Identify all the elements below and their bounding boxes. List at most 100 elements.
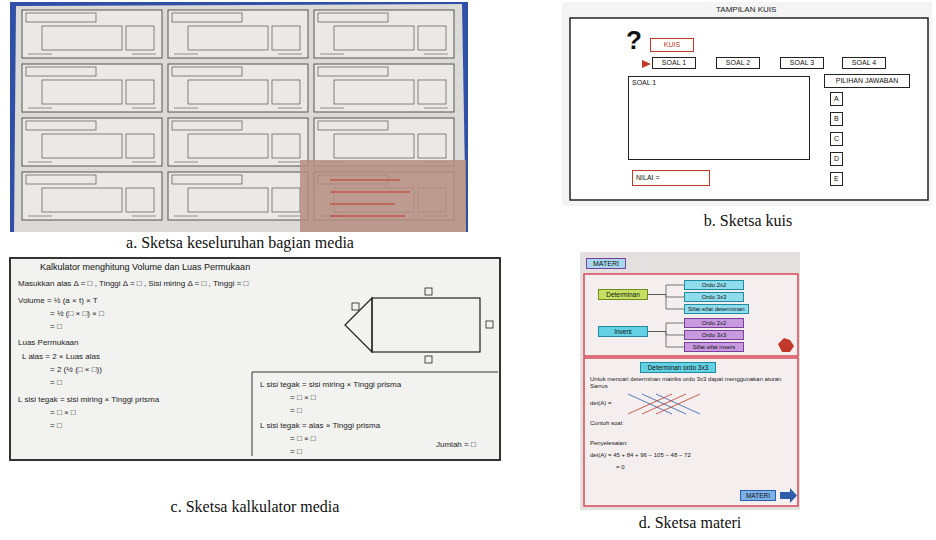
formula-line: L sisi tegak = sisi miring × Tinggi pris… <box>260 380 401 389</box>
photo-overview-shape <box>22 10 162 58</box>
box-label: Ordo 3x3 <box>702 294 727 301</box>
question-tab: SOAL 3 <box>780 57 824 69</box>
formula-line: = □ <box>50 378 62 387</box>
calculator-title: Kalkulator menghitung Volume dan Luas Pe… <box>40 262 250 272</box>
figure-caption: a. Sketsa keseluruhan bagian media <box>0 234 480 252</box>
answer-option: E <box>830 172 843 186</box>
answer-option: A <box>830 92 843 106</box>
photo-overview-shape <box>330 180 400 181</box>
box-label: E <box>834 175 839 183</box>
answer-header: PILIHAN JAWABAN <box>824 74 910 88</box>
section-heading: Luas Permukaan <box>18 338 78 347</box>
box-label: A <box>834 95 839 103</box>
box-label: MATERI <box>746 492 770 499</box>
photo-material-shape <box>584 274 798 356</box>
photo-calculator-shape <box>252 372 498 373</box>
box-label: SOAL 2 <box>726 59 750 67</box>
material-text: Penyelesaian: <box>590 440 628 447</box>
figure-panel: a. Sketsa keseluruhan bagian media <box>0 0 480 258</box>
box-label: KUIS <box>664 41 680 49</box>
material-text: = 0 <box>616 464 625 471</box>
subtopic-box: Ordo 3x3 <box>684 292 744 302</box>
material-text: det(A) = 45 + 84 + 96 − 105 − 48 − 72 <box>590 452 691 459</box>
photo-overview-shape <box>22 118 162 166</box>
box-label: Determinan ordo 3x3 <box>648 364 709 371</box>
box-label: SOAL 4 <box>852 59 876 67</box>
box-label: D <box>834 155 839 163</box>
figure-caption: c. Sketsa kalkulator media <box>0 498 510 516</box>
photo-material-shape <box>780 488 797 503</box>
material-text: Contoh soal: <box>590 420 624 427</box>
photo-overview-shape <box>300 160 466 232</box>
answer-option: C <box>830 132 843 146</box>
photo-material-shape <box>628 394 672 414</box>
photo-material-shape <box>656 394 700 414</box>
photo-overview-shape <box>168 172 308 220</box>
photo-calculator-shape <box>372 298 480 352</box>
photo-overview-shape <box>22 172 162 220</box>
photo-calculator-shape <box>10 258 500 460</box>
box-label: SOAL 1 <box>632 79 656 87</box>
formula-line: L alas = 2 × Luas alas <box>22 352 100 361</box>
photo-calculator-shape <box>425 356 432 363</box>
photo-quiz-shape <box>570 18 928 200</box>
photo-calculator-shape <box>425 288 432 295</box>
photo-material-shape <box>580 252 800 510</box>
subtopic-box: Ordo 2x2 <box>684 318 744 328</box>
box-label: C <box>834 135 839 143</box>
subtopic-box: Sifat-sifat invers <box>684 342 744 352</box>
topic-box: Invers <box>598 326 648 337</box>
box-label: Sifat-sifat invers <box>693 344 736 351</box>
score-box: NILAI = <box>632 170 710 186</box>
formula-line: L sisi tegak = sisi miring × Tinggi pris… <box>18 395 159 404</box>
figure-caption: b. Sketsa kuis <box>560 212 936 230</box>
formula-line: L sisi tegak = alas × Tinggi prisma <box>260 421 380 430</box>
screen-title: TAMPILAN KUIS <box>716 5 776 14</box>
figure-panel: MATERIDeterminanInversOrdo 2x2Ordo 3x3Si… <box>572 250 808 540</box>
menu-tag: MATERI <box>586 258 626 269</box>
question-area: SOAL 1 <box>628 76 810 160</box>
answer-option: B <box>830 112 843 126</box>
formula-line: = □ <box>290 447 302 456</box>
formula-line: = 2 (½ (□ × □)) <box>50 365 102 374</box>
section-heading: Determinan ordo 3x3 <box>640 362 716 373</box>
photo-calculator-shape <box>345 298 372 352</box>
box-label: Ordo 2x2 <box>702 282 727 289</box>
photo-material-shape <box>656 394 700 414</box>
photo-quiz <box>562 2 932 206</box>
photo-overview-shape <box>314 64 454 112</box>
photo-overview-shape <box>10 2 468 232</box>
subtopic-box: Ordo 3x3 <box>684 330 744 340</box>
question-tab: SOAL 4 <box>842 57 886 69</box>
photo-overview-shape <box>14 4 466 232</box>
photo-material-shape <box>778 338 794 352</box>
tree-connector <box>648 285 684 295</box>
formula-line: = ½ (□ × □) × □ <box>50 309 104 318</box>
photo-calculator-shape <box>252 372 253 456</box>
tree-connector <box>648 332 684 348</box>
box-label: MATERI <box>593 260 619 268</box>
subtopic-box: Ordo 2x2 <box>684 280 744 290</box>
box-label: B <box>834 115 839 123</box>
box-label: PILIHAN JAWABAN <box>836 77 899 85</box>
question-mark: ? <box>626 26 642 56</box>
box-label: Ordo 2x2 <box>702 320 727 327</box>
nav-button: MATERI <box>740 490 776 501</box>
photo-overview <box>10 2 468 232</box>
material-text: det(A) = <box>590 400 612 407</box>
answer-option: D <box>830 152 843 166</box>
photo-overview-shape <box>22 64 162 112</box>
formula-line: = □ <box>50 421 62 430</box>
photo-calculator <box>10 258 500 460</box>
photo-overview-shape <box>168 64 308 112</box>
formula-line: = □ <box>50 322 62 331</box>
photo-material-shape <box>628 394 672 414</box>
box-label: SOAL 3 <box>790 59 814 67</box>
input-line: Masukkan alas Δ = □ , Tinggi Δ = □ , Sis… <box>18 279 248 288</box>
photo-overview-shape <box>330 204 395 205</box>
box-label: Determinan <box>606 291 640 298</box>
formula-line: = □ <box>290 406 302 415</box>
subtopic-box: Sifat-sifat determinan <box>684 304 749 314</box>
formula-line: Volume = ½ (a × t) × T <box>18 296 98 305</box>
